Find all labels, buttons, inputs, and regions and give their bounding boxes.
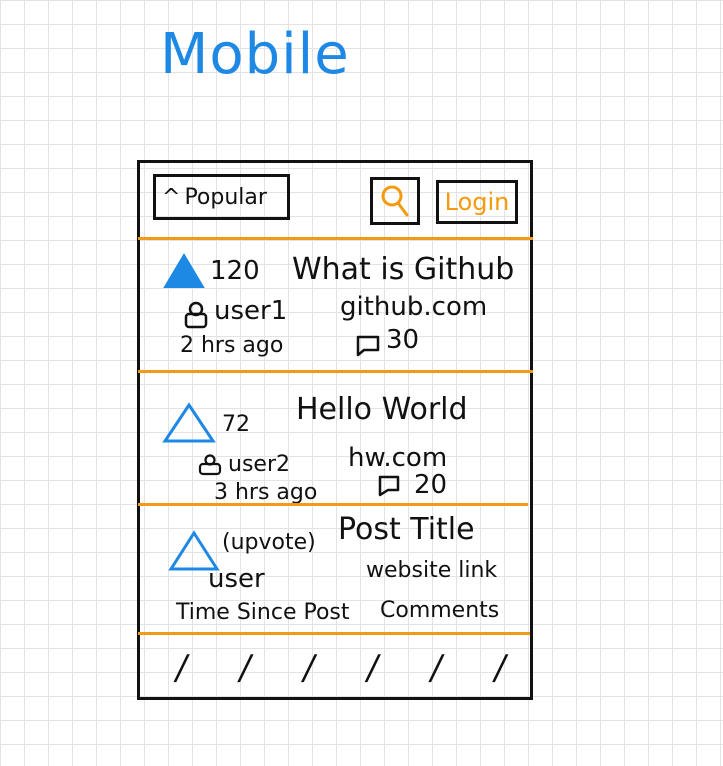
chevron-up-icon: ^ bbox=[162, 184, 181, 210]
placeholder-mark: / bbox=[427, 648, 446, 688]
post-divider bbox=[138, 370, 533, 373]
login-button[interactable]: Login bbox=[436, 180, 518, 224]
placeholder-content: / / / / / / bbox=[172, 648, 509, 688]
post-site[interactable]: hw.com bbox=[348, 443, 448, 473]
comment-count[interactable]: 30 bbox=[386, 325, 420, 355]
post-title[interactable]: Hello World bbox=[296, 392, 468, 427]
post-site[interactable]: website link bbox=[366, 558, 498, 583]
post-user[interactable]: user1 bbox=[214, 296, 288, 326]
search-button[interactable] bbox=[370, 177, 420, 225]
post-time: Time Since Post bbox=[176, 600, 350, 625]
vote-count: (upvote) bbox=[222, 530, 316, 555]
upvote-filled-icon[interactable] bbox=[162, 252, 206, 290]
search-icon bbox=[381, 185, 409, 217]
phone-frame bbox=[137, 160, 533, 700]
post-divider bbox=[138, 632, 530, 635]
popular-label: Popular bbox=[184, 184, 267, 210]
popular-dropdown-button[interactable]: ^ Popular bbox=[153, 174, 290, 220]
placeholder-mark: / bbox=[236, 648, 255, 688]
comment-count[interactable]: 20 bbox=[414, 470, 448, 500]
upvote-outline-icon[interactable] bbox=[168, 530, 220, 572]
page-title: Mobile bbox=[160, 22, 350, 87]
vote-count: 120 bbox=[210, 256, 260, 286]
upvote-outline-icon[interactable] bbox=[162, 402, 216, 444]
post-time: 2 hrs ago bbox=[180, 333, 284, 358]
post-user[interactable]: user2 bbox=[228, 452, 290, 477]
user-icon bbox=[184, 301, 208, 329]
post-site[interactable]: github.com bbox=[340, 292, 488, 322]
comment-icon bbox=[356, 335, 380, 357]
user-icon bbox=[198, 454, 222, 476]
post-title[interactable]: Post Title bbox=[338, 512, 475, 547]
post-user[interactable]: user bbox=[208, 564, 265, 594]
post-title[interactable]: What is Github bbox=[292, 252, 515, 287]
vote-count: 72 bbox=[222, 412, 250, 437]
header-divider bbox=[138, 237, 533, 240]
placeholder-mark: / bbox=[299, 648, 319, 688]
post-time: 3 hrs ago bbox=[214, 480, 318, 505]
comment-icon bbox=[378, 475, 400, 497]
post-divider bbox=[138, 503, 528, 506]
comment-count[interactable]: Comments bbox=[380, 598, 500, 623]
placeholder-mark: / bbox=[363, 648, 383, 688]
